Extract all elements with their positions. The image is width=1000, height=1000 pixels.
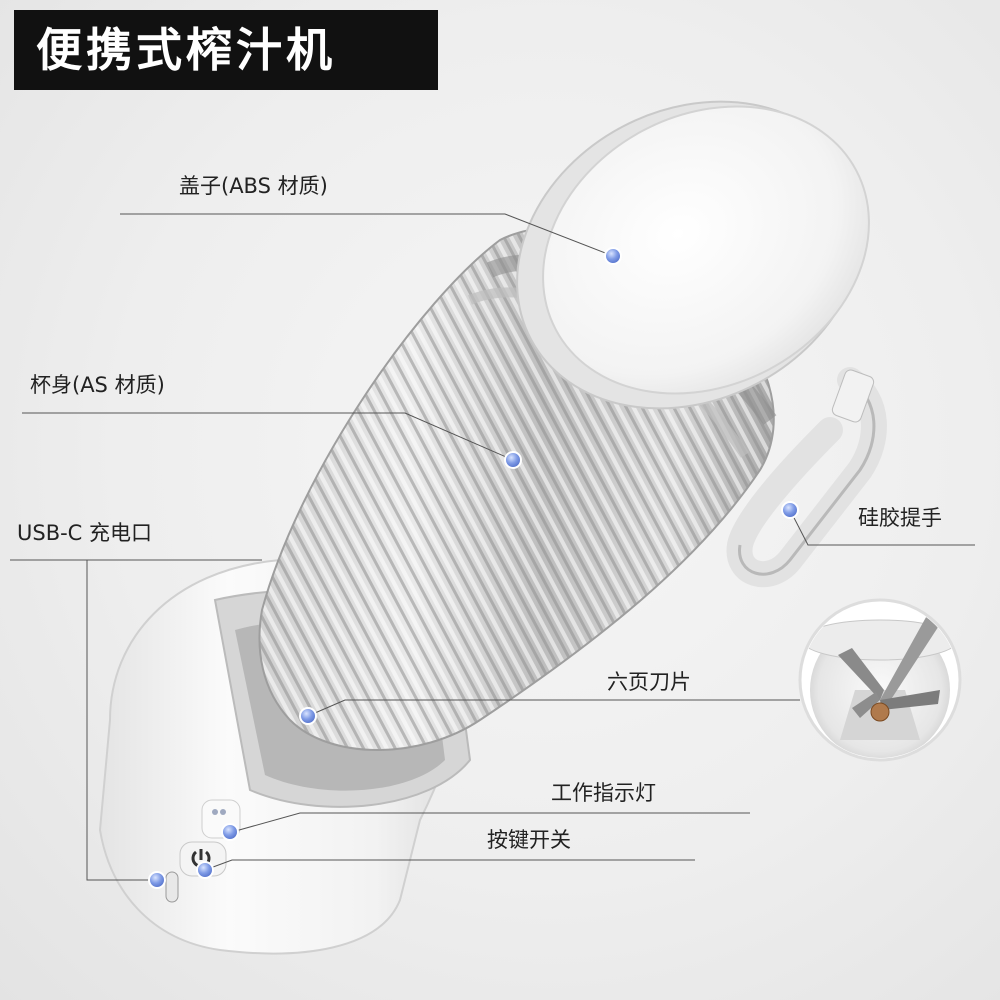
page-title: 便携式榨汁机 [14, 10, 438, 90]
label-cup: 杯身(AS 材质) [30, 373, 165, 397]
label-blade: 六页刀片 [607, 670, 691, 694]
label-lid: 盖子(ABS 材质) [179, 174, 328, 198]
silicone-handle [726, 367, 887, 588]
leader-lines [10, 213, 975, 881]
marker-dots [148, 247, 799, 889]
lid [516, 100, 870, 410]
label-power-switch: 按键开关 [487, 828, 571, 852]
blade-inset [798, 598, 962, 762]
label-indicator-light: 工作指示灯 [551, 781, 656, 805]
label-usb-port: USB-C 充电口 [17, 521, 153, 545]
label-handle: 硅胶提手 [858, 506, 942, 530]
